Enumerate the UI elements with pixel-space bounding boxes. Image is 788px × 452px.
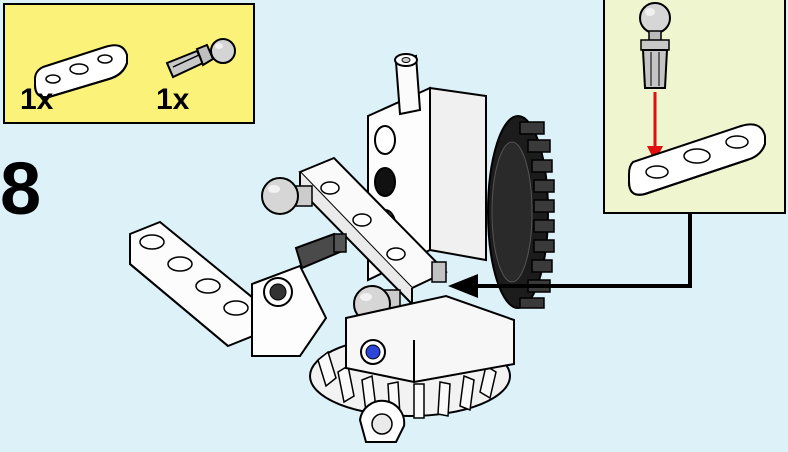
technic-beam-3-icon	[34, 44, 128, 99]
callout-pointer-arrow	[448, 212, 692, 298]
quantity-label-2: 1x	[156, 83, 190, 116]
parts-list-panel: 1x 1x	[3, 3, 255, 124]
grey-axle-pin-icon	[294, 232, 347, 270]
vertical-beam-icon	[367, 53, 487, 282]
callout-panel	[603, 0, 786, 214]
ball-joint-pin-icon	[165, 38, 236, 79]
technic-beam-3-callout-icon	[628, 123, 766, 196]
angle-connector-icon	[251, 264, 328, 357]
black-gear-icon	[487, 115, 555, 309]
long-liftarm-icon	[129, 220, 259, 348]
white-gear-icon	[309, 335, 511, 443]
ball-joint-lower-icon	[353, 285, 401, 323]
lower-connector-block-icon	[345, 294, 515, 384]
insert-arrow-icon	[647, 92, 663, 162]
target-pin-hole-icon	[431, 261, 447, 283]
parts-list-art: 1x 1x	[20, 38, 236, 116]
ball-joint-pin-vertical-icon	[639, 2, 671, 89]
step-number: 8	[0, 147, 42, 230]
horizontal-liftarm-icon	[298, 156, 448, 307]
quantity-label-1: 1x	[20, 83, 54, 116]
ball-joint-upper-icon	[261, 177, 313, 215]
callout-art	[628, 2, 766, 196]
